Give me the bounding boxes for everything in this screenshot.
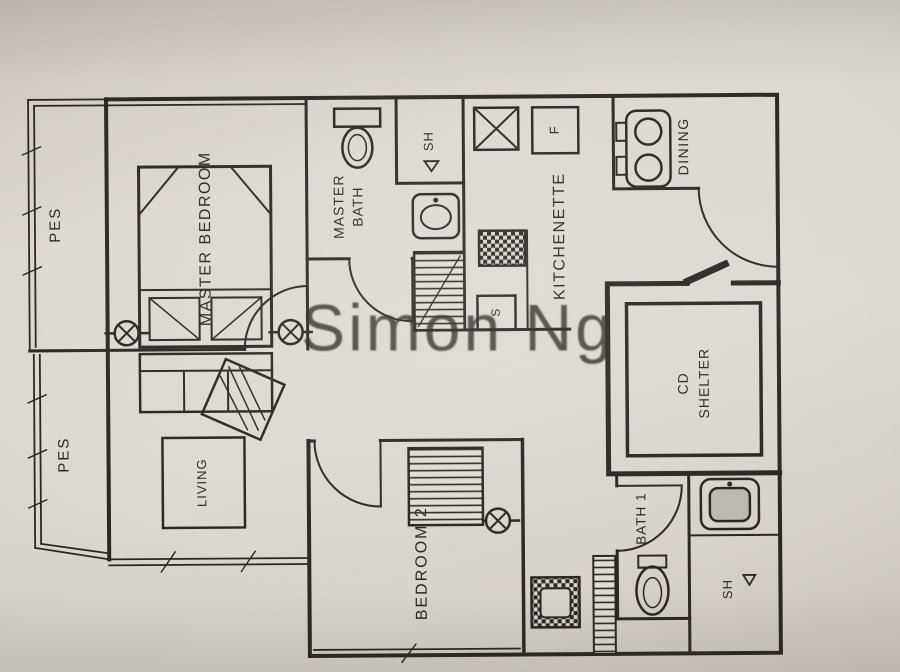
rug-icon <box>200 357 287 442</box>
stairs-lower-icon <box>407 446 485 527</box>
label-master-bedroom: MASTER BEDROOM <box>197 151 215 326</box>
shower-symbol-icon-bottom <box>741 573 757 587</box>
label-pes-bottom: PES <box>55 437 72 473</box>
column-marker-icon <box>104 320 149 347</box>
doors <box>243 187 780 552</box>
label-master-bath-line2: BATH <box>349 186 365 226</box>
stairs-upper-icon <box>412 250 466 332</box>
label-dining: DINING <box>675 117 691 175</box>
label-fridge: F <box>547 126 562 134</box>
label-shower-top: SH <box>421 131 436 151</box>
label-cd-shelter-line2: SHELTER <box>695 348 711 419</box>
vanity-icon <box>699 477 761 531</box>
column-marker-icon <box>268 318 313 346</box>
label-kitchen-sink: S <box>489 309 503 317</box>
shelter-walls <box>604 280 783 477</box>
label-bath1: BATH 1 <box>633 492 648 544</box>
watermark-text: Simon Ng <box>301 290 615 364</box>
room-labels: PES PES MASTER BEDROOM MASTER BATH SH KI… <box>47 117 735 620</box>
fridge-box <box>530 105 580 155</box>
label-living: LIVING <box>194 458 209 507</box>
toilet-icon-master-bath <box>332 107 382 169</box>
dining-table-icon <box>615 109 672 188</box>
sink-icon-master-bath <box>411 192 461 240</box>
label-pes-top: PES <box>47 207 64 243</box>
label-master-bath-line1: MASTER <box>330 175 346 239</box>
walls-exterior <box>104 92 783 658</box>
service-strip-icon <box>592 554 617 656</box>
label-kitchenette: KITCHENETTE <box>551 172 569 300</box>
column-markers <box>104 318 521 534</box>
coffee-table-icon <box>161 436 247 530</box>
stove-icon <box>477 229 527 268</box>
shelter-door-icon <box>682 259 730 286</box>
window-ticks <box>21 145 417 664</box>
windows <box>27 98 521 651</box>
label-shower-bottom: SH <box>720 579 735 599</box>
washing-machine-icon <box>530 575 581 629</box>
shaft-x-box-icon <box>472 106 520 152</box>
toilet-icon-bath1 <box>635 554 670 616</box>
label-cd-shelter-line1: CD <box>675 372 691 394</box>
label-bedroom2: BEDROOM 2 <box>413 506 431 620</box>
shower-symbol-icon-top <box>422 160 441 173</box>
kitchen-sink-box <box>476 294 517 332</box>
master-bed-icon <box>136 164 274 349</box>
